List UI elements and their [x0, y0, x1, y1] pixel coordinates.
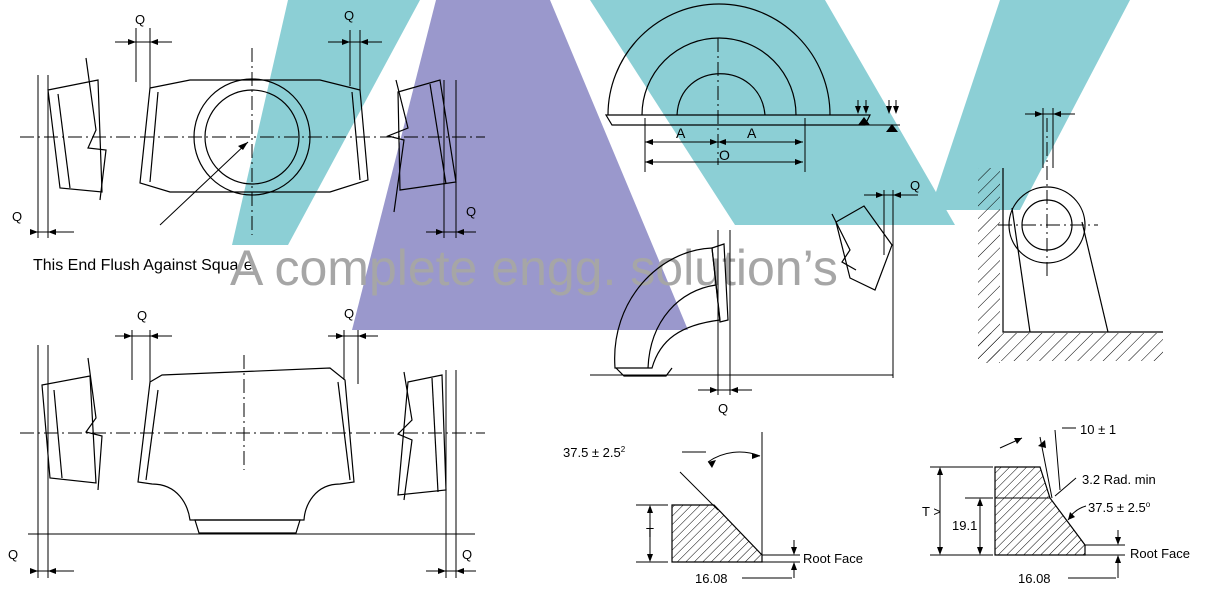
left-pipe-bevel-line [57, 93, 71, 189]
dim-a-right: A [747, 125, 757, 141]
angle-10-label: 10 ± 1 [1080, 422, 1116, 437]
wall-check-view [978, 108, 1163, 363]
watermark-center-triangle [352, 0, 688, 330]
q-label-top-left-2: Q [344, 8, 354, 23]
q-label-top-left-1: Q [135, 12, 145, 27]
dim-o: O [719, 147, 730, 163]
bevel-angle-label-2: 37.5 ± 2.5o [1088, 500, 1151, 515]
inner-arc [676, 73, 766, 116]
bevel-angle-label-1: 37.5 ± 2.52 [563, 445, 626, 460]
bevel-hatch-1 [671, 504, 763, 563]
watermark-left-stroke [232, 0, 420, 245]
rad-min-label: 3.2 Rad. min [1082, 472, 1156, 487]
elbow-view: Q Q [590, 178, 920, 416]
left-pipe-break [85, 57, 107, 201]
t-label-1: T [646, 525, 654, 540]
q-label-bottom-left-2: Q [344, 306, 354, 321]
outer-arc [607, 3, 831, 116]
q-label-top-left-4: Q [466, 204, 476, 219]
q-label-bottom-left-1: Q [137, 308, 147, 323]
tee-outer-circle [193, 78, 311, 196]
tee-inner-circle [204, 89, 300, 185]
return-bend-view: A A O [604, 3, 900, 172]
left-pipe-stub [47, 79, 103, 193]
dim-1608-label-2: 16.08 [1018, 571, 1051, 586]
dim-a-left: A [676, 125, 686, 141]
watermark-right-stroke [590, 0, 955, 225]
watermark-far-right-stroke [930, 0, 1130, 210]
reducing-tee-body [137, 367, 355, 521]
dim-1608-label-1: 16.08 [695, 571, 728, 586]
right-pipe-bevel-line [429, 83, 447, 185]
tee-body [139, 79, 369, 193]
q-label-bottom-left-4: Q [462, 547, 472, 562]
root-face-label-1: Root Face [803, 551, 863, 566]
q-label-elbow-2: Q [910, 178, 920, 193]
dim-191-label: 19.1 [952, 518, 977, 533]
q-label-bottom-left-3: Q [8, 547, 18, 562]
bevel-hatch-2 [994, 466, 1086, 556]
q-label-top-left-3: Q [12, 209, 22, 224]
right-pipe-break [386, 79, 409, 213]
top-left-tee-view: Q Q Q Q [12, 8, 485, 238]
tee-body-left-bevel [149, 91, 159, 183]
wall-hatch-vertical [978, 168, 1000, 363]
middle-arc [641, 37, 797, 116]
watermark-logo [232, 0, 1130, 330]
tee-body-right-bevel [351, 91, 361, 181]
bevel-detail-1: 37.5 ± 2.52 T Root Face 16.08 [563, 432, 863, 586]
root-face-label-2: Root Face [1130, 546, 1190, 561]
q-label-elbow: Q [718, 401, 728, 416]
leader-line [159, 141, 249, 226]
flush-caption: This End Flush Against Square [33, 257, 253, 274]
watermark-slogan: A complete engg. solution’s [230, 240, 838, 296]
wall-hatch-horizontal [978, 333, 1163, 361]
t-gt-label: T > [922, 504, 941, 519]
bottom-left-tee-view: Q Q Q Q [8, 306, 485, 578]
bevel-detail-2: 10 ± 1 3.2 Rad. min 37.5 ± 2.5o T > 19.1… [922, 422, 1190, 586]
